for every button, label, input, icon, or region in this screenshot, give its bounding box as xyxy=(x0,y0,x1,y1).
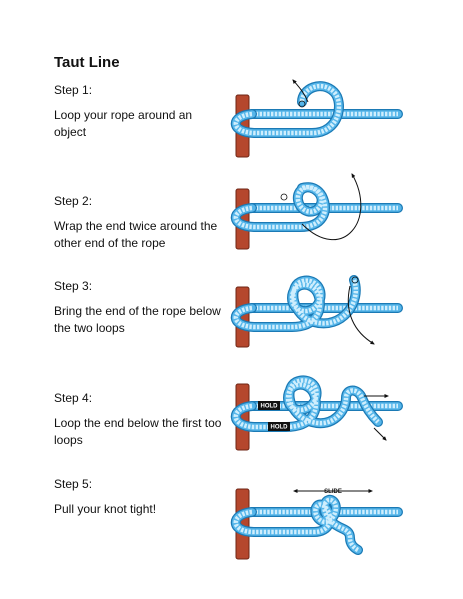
step-1: Step 1: Loop your rope around an object xyxy=(54,82,224,141)
rope-wrap xyxy=(233,278,358,330)
step-label: Step 2: xyxy=(54,194,93,208)
rope-wrap xyxy=(233,83,342,136)
step-label: Step 1: xyxy=(54,83,93,97)
step-4-illustration: HOLD HOLD xyxy=(230,375,403,451)
step-instruction: Bring the end of the rope below the two … xyxy=(54,304,221,335)
step-3-illustration xyxy=(230,275,403,348)
step-instruction: Loop the end below the first too loops xyxy=(54,416,222,447)
step-2-illustration xyxy=(230,173,403,250)
rope-end-marker xyxy=(298,100,306,108)
motion-arrow xyxy=(292,79,309,103)
rope-wrap xyxy=(233,184,328,230)
step-label: Step 5: xyxy=(54,477,93,491)
page-title: Taut Line xyxy=(54,54,120,71)
motion-arrow xyxy=(301,173,362,240)
step-5: Step 5: Pull your knot tight! xyxy=(54,476,224,518)
step-5-illustration: SLIDE xyxy=(230,488,403,560)
slide-label: SLIDE xyxy=(324,489,342,495)
pull-arrow-lower xyxy=(373,427,387,441)
step-instruction: Pull your knot tight! xyxy=(54,502,157,516)
step-instruction: Wrap the end twice around the other end … xyxy=(54,219,218,250)
step-label: Step 3: xyxy=(54,279,93,293)
step-4: Step 4: Loop the end below the first too… xyxy=(54,390,224,449)
hold-tag-upper: HOLD xyxy=(258,401,280,410)
rope-knot xyxy=(233,497,360,553)
rope-end-marker xyxy=(280,193,288,201)
hold-tag-label: HOLD xyxy=(271,425,289,431)
rope-wrap xyxy=(233,378,380,430)
motion-arrow xyxy=(347,285,375,345)
hold-tag-lower: HOLD xyxy=(268,422,290,431)
step-instruction: Loop your rope around an object xyxy=(54,108,193,139)
rope-end-marker xyxy=(351,276,359,284)
step-label: Step 4: xyxy=(54,391,93,405)
step-1-illustration xyxy=(230,79,403,158)
step-3: Step 3: Bring the end of the rope below … xyxy=(54,278,224,337)
hold-tag-label: HOLD xyxy=(261,404,279,410)
step-2: Step 2: Wrap the end twice around the ot… xyxy=(54,193,224,252)
